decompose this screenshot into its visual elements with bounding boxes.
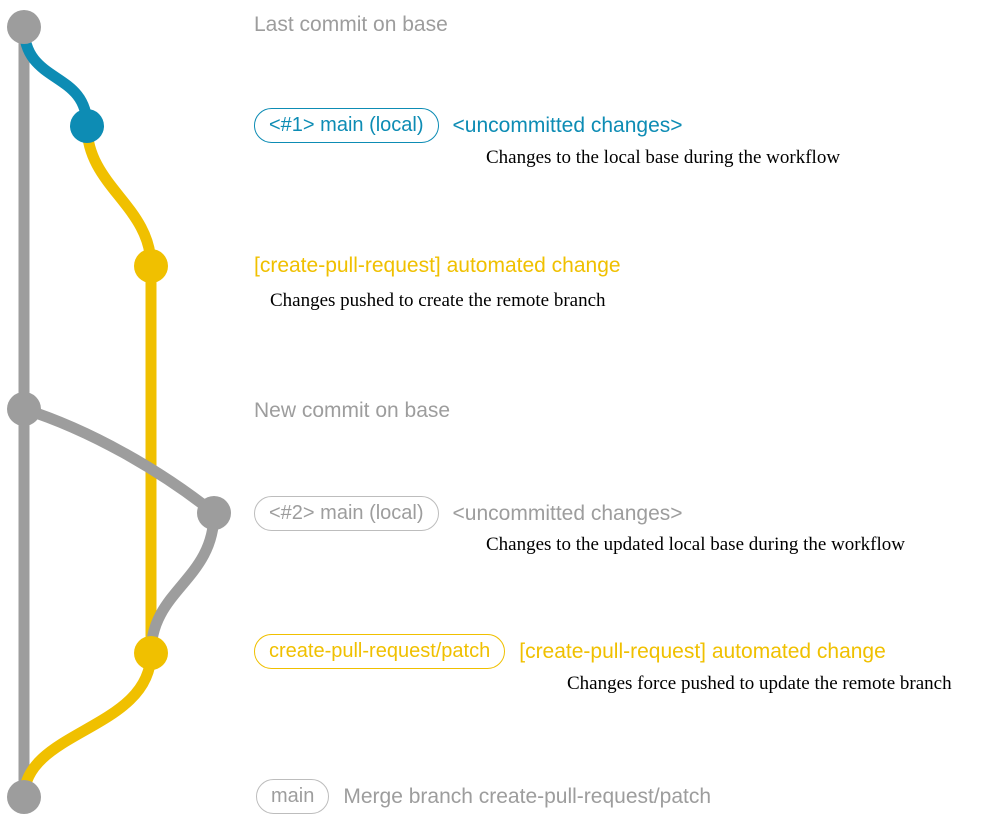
ref-badge-main-local-2[interactable]: <#2> main (local): [254, 496, 439, 531]
ref-badge-create-pull-request-patch[interactable]: create-pull-request/patch: [254, 634, 506, 669]
commit-row-main-local-2: <#2> main (local) <uncommitted changes>: [254, 496, 683, 531]
ref-line-main-local-1: <#1> main (local) <uncommitted changes>: [254, 108, 683, 143]
commit-row-automated-change-1: [create-pull-request] automated change: [254, 253, 621, 279]
commit-subject-uncommitted-changes-2: <uncommitted changes>: [452, 501, 683, 525]
commit-node-last-commit-on-base[interactable]: [7, 10, 41, 44]
commit-row-new-commit-on-base: New commit on base: [254, 398, 450, 424]
ref-badge-main-local-1[interactable]: <#1> main (local): [254, 108, 439, 143]
commit-node-new-commit-on-base[interactable]: [7, 392, 41, 426]
edge-patch-2-to-merge: [18, 647, 157, 803]
commit-node-merge-commit[interactable]: [7, 780, 41, 814]
commit-row-automated-change-2: create-pull-request/patch [create-pull-r…: [254, 634, 886, 669]
edge-local-1-to-patch-1: [81, 120, 157, 272]
commit-subject-merge-branch: Merge branch create-pull-request/patch: [343, 784, 712, 808]
commit-node-main-local-1[interactable]: [70, 109, 104, 143]
edge-base-to-local-2: [18, 403, 220, 519]
node-layer: [7, 10, 231, 814]
edge-local-2-to-patch-2: [145, 507, 220, 659]
ref-line-patch-branch: create-pull-request/patch [create-pull-r…: [254, 634, 886, 669]
commit-row-last-commit-on-base: Last commit on base: [254, 12, 448, 38]
commit-row-main-local-1: <#1> main (local) <uncommitted changes>: [254, 108, 683, 143]
commit-subject-automated-change-2: [create-pull-request] automated change: [519, 639, 886, 663]
commit-row-merge-commit: main Merge branch create-pull-request/pa…: [256, 779, 711, 814]
commit-subject-new-commit-on-base: New commit on base: [254, 399, 451, 422]
commit-subject-last-commit-on-base: Last commit on base: [254, 13, 448, 36]
edge-layer: [18, 21, 220, 803]
commit-node-main-local-2[interactable]: [197, 496, 231, 530]
ref-line-main: main Merge branch create-pull-request/pa…: [256, 779, 711, 814]
edge-base-to-local-1: [18, 21, 93, 132]
commit-subject-automated-change-1: [create-pull-request] automated change: [254, 254, 621, 277]
ref-line-main-local-2: <#2> main (local) <uncommitted changes>: [254, 496, 683, 531]
ref-badge-main[interactable]: main: [256, 779, 330, 814]
commit-subject-uncommitted-changes-1: <uncommitted changes>: [452, 113, 683, 137]
commit-node-automated-change-1[interactable]: [134, 249, 168, 283]
commit-node-automated-change-2[interactable]: [134, 636, 168, 670]
